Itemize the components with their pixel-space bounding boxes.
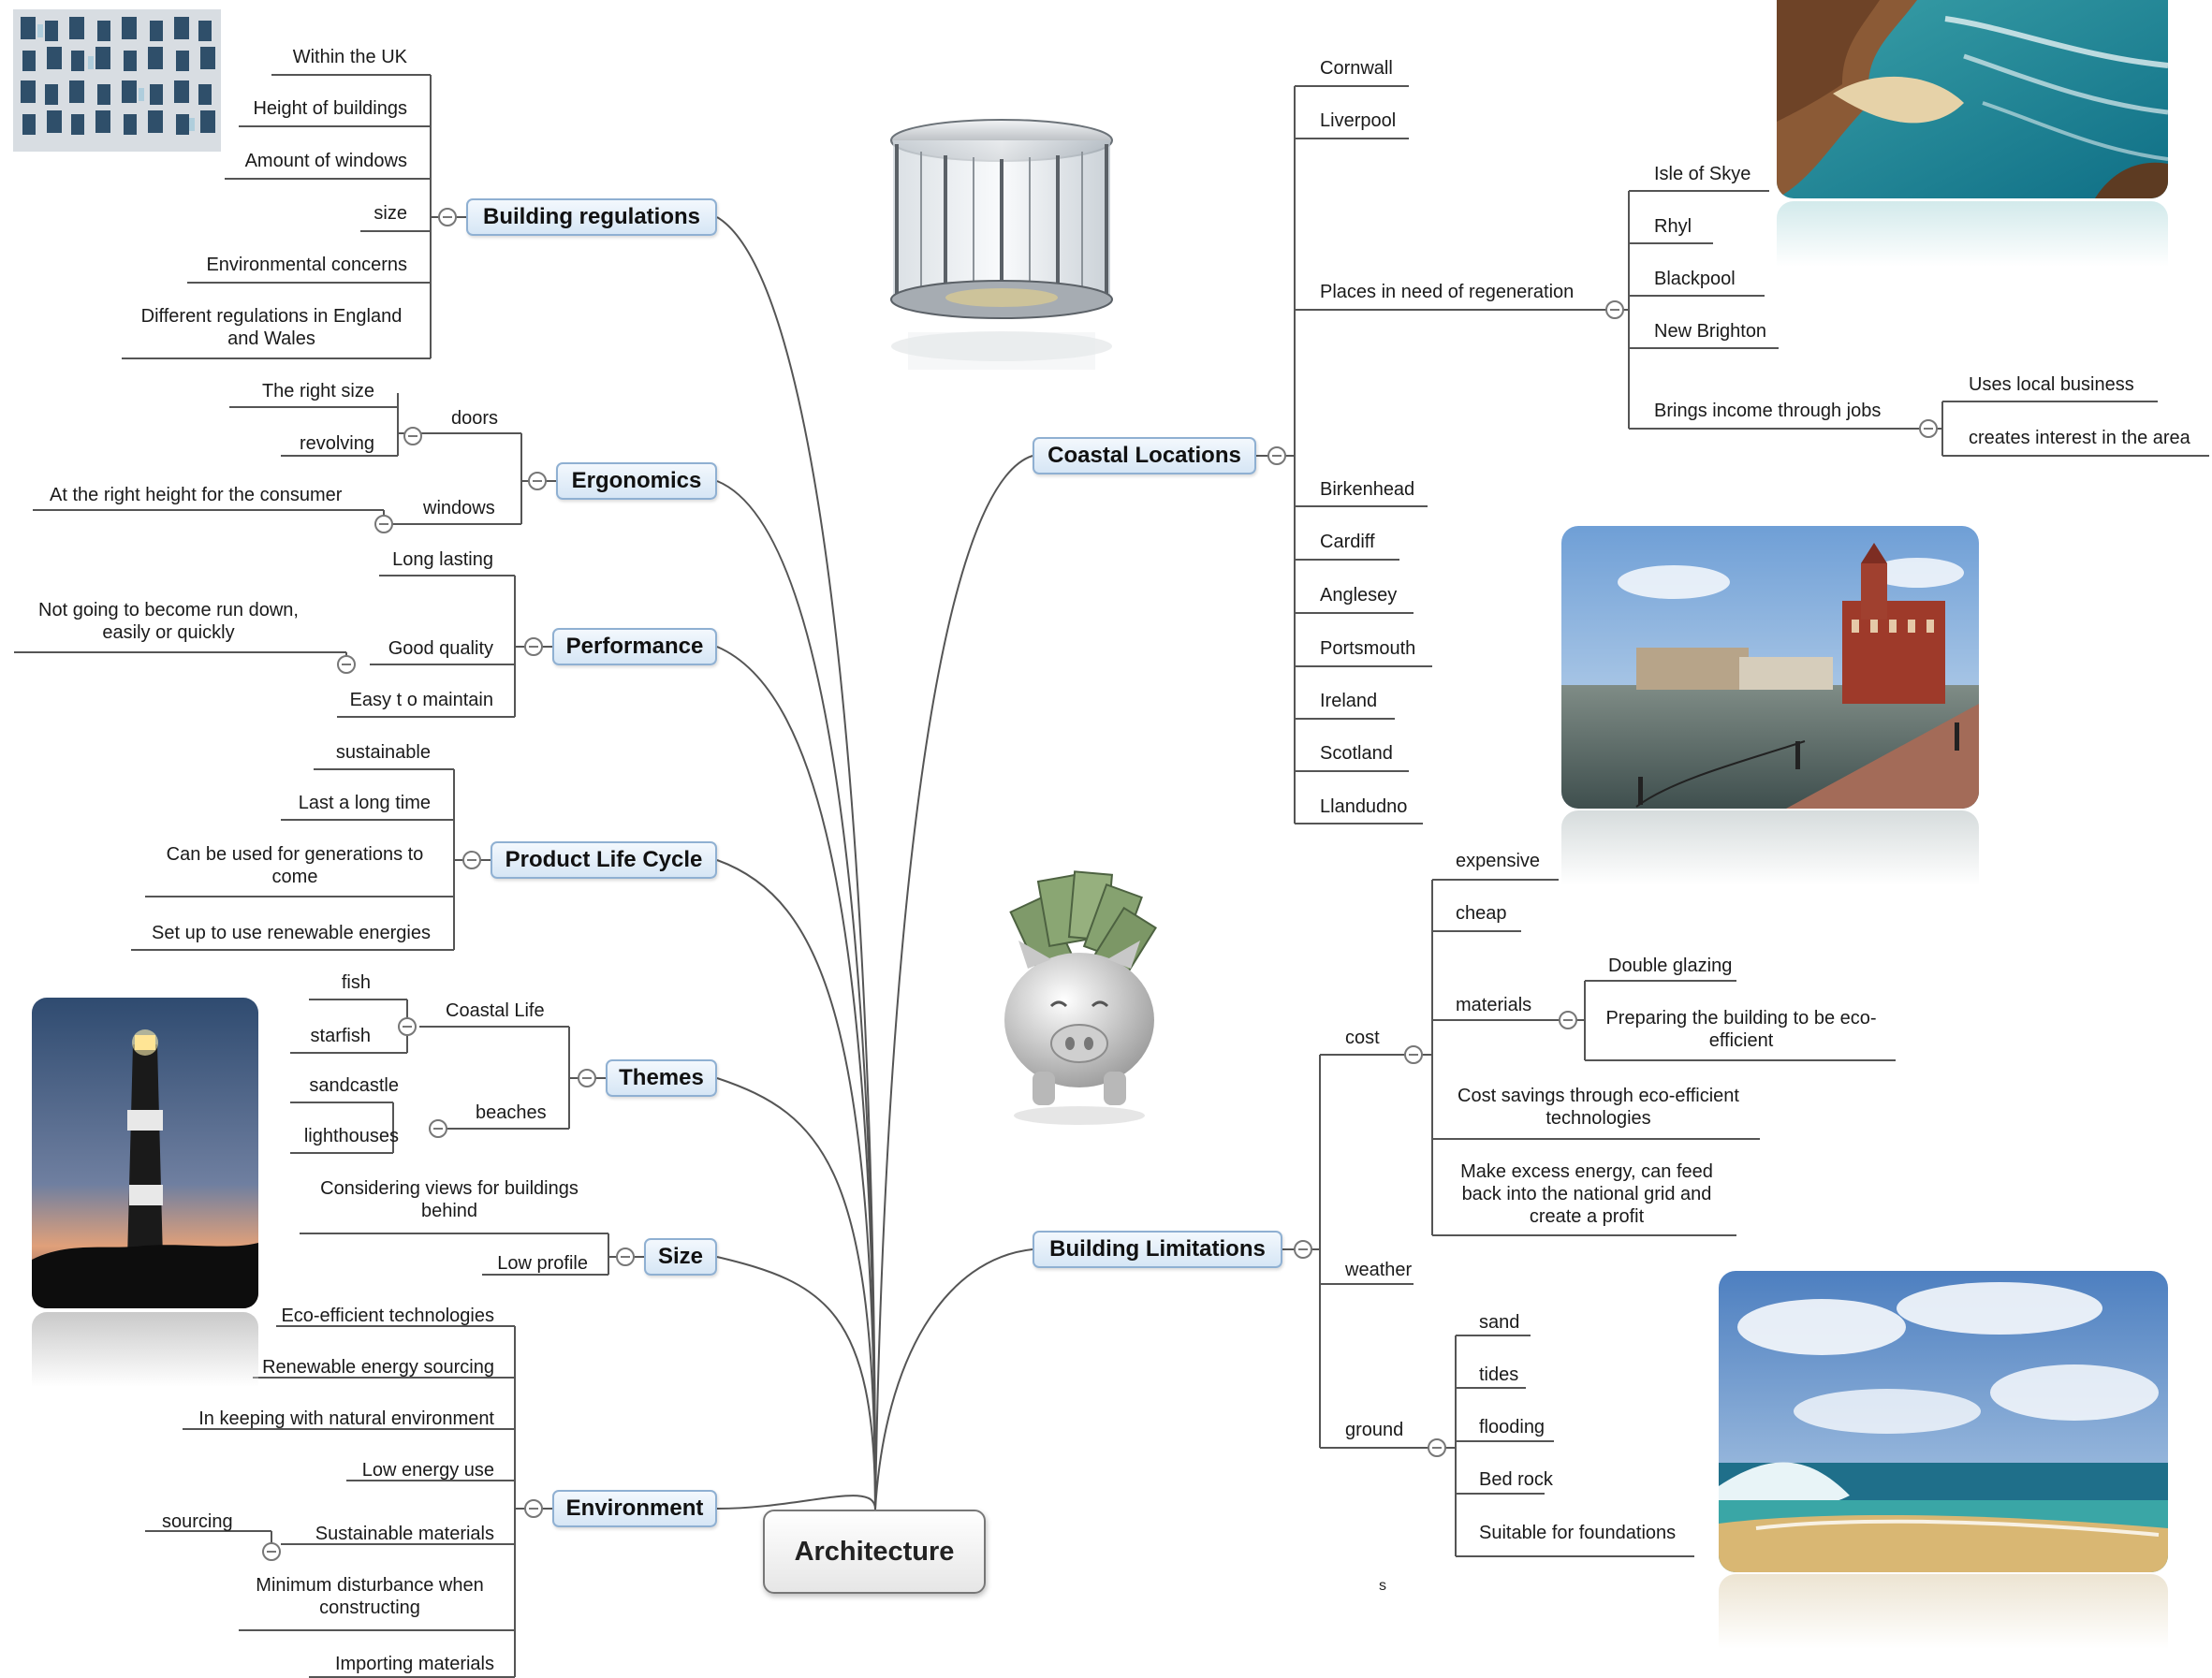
subtopic-label[interactable]: Blackpool: [1654, 269, 1736, 289]
subtopic-label[interactable]: Birkenhead: [1320, 479, 1415, 500]
subtopic-label[interactable]: Isle of Skye: [1654, 164, 1751, 184]
subtopic-label[interactable]: Last a long time: [298, 793, 431, 813]
subtopic-label[interactable]: flooding: [1479, 1417, 1545, 1437]
central-topic[interactable]: Architecture: [763, 1510, 986, 1594]
subtopic-label[interactable]: Liverpool: [1320, 110, 1397, 131]
subtopic-label[interactable]: Environmental concerns: [206, 255, 407, 275]
subtopic-label[interactable]: Preparing the building to be eco-efficie…: [1605, 1008, 1877, 1051]
subtopic-label[interactable]: Cornwall: [1320, 58, 1393, 79]
coastal-cliff-photo: [1777, 0, 2168, 198]
subtopic-label[interactable]: Different regulations in England and Wal…: [140, 306, 403, 349]
subtopic-label[interactable]: Rhyl: [1654, 216, 1692, 237]
beach-waves-photo: [1719, 1271, 2168, 1572]
subtopic-label[interactable]: Within the UK: [292, 47, 407, 67]
topic-building-regulations[interactable]: Building regulations: [466, 198, 717, 236]
subtopic-label[interactable]: In keeping with natural environment: [198, 1408, 494, 1429]
subtopic-label[interactable]: materials: [1456, 995, 1532, 1015]
subtopic-label[interactable]: Good quality: [388, 638, 493, 659]
subtopic-label[interactable]: Bed rock: [1479, 1469, 1553, 1490]
topic-product-life-cycle[interactable]: Product Life Cycle: [491, 841, 717, 879]
subtopic-label[interactable]: sand: [1479, 1312, 1520, 1333]
subtopic-label[interactable]: Amount of windows: [244, 151, 407, 171]
subtopic-label[interactable]: sourcing: [162, 1511, 233, 1532]
topic-ergonomics[interactable]: Ergonomics: [556, 462, 717, 500]
subtopic-label[interactable]: Ireland: [1320, 691, 1378, 711]
topic-building-limitations[interactable]: Building Limitations: [1033, 1231, 1282, 1268]
subtopic-label[interactable]: Not going to become run down, easily or …: [38, 600, 299, 643]
photo-reflection: [1777, 201, 2168, 267]
office-building-photo: [13, 9, 221, 152]
subtopic-label[interactable]: creates interest in the area: [1969, 428, 2190, 448]
photo-reflection: [1561, 810, 1979, 885]
topic-coastal-locations[interactable]: Coastal Locations: [1033, 437, 1256, 474]
subtopic-label[interactable]: beaches: [476, 1102, 547, 1123]
photo-reflection: [32, 1312, 258, 1387]
subtopic-label[interactable]: expensive: [1456, 851, 1541, 871]
subtopic-label[interactable]: New Brighton: [1654, 321, 1767, 342]
cardiff-bay-photo: [1561, 526, 1979, 809]
revolving-door-photo: [880, 112, 1123, 384]
subtopic-label[interactable]: Places in need of regeneration: [1320, 282, 1575, 302]
subtopic-label[interactable]: revolving: [299, 433, 374, 454]
subtopic-label[interactable]: sustainable: [335, 742, 431, 763]
subtopic-label[interactable]: Scotland: [1320, 743, 1393, 764]
subtopic-label[interactable]: Suitable for foundations: [1479, 1523, 1677, 1543]
subtopic-label[interactable]: Importing materials: [334, 1654, 494, 1674]
topic-themes[interactable]: Themes: [606, 1059, 717, 1097]
subtopic-label[interactable]: Make excess energy, can feed back into t…: [1460, 1161, 1713, 1227]
lighthouse-photo: [32, 998, 258, 1308]
subtopic-label[interactable]: Anglesey: [1320, 585, 1398, 606]
subtopic-label[interactable]: sandcastle: [309, 1075, 399, 1096]
subtopic-label[interactable]: Portsmouth: [1320, 638, 1416, 659]
subtopic-label[interactable]: The right size: [261, 381, 374, 401]
subtopic-label[interactable]: Eco-efficient technologies: [281, 1306, 494, 1326]
subtopic-label[interactable]: Minimum disturbance when constructing: [256, 1575, 484, 1618]
subtopic-label[interactable]: Coastal Life: [446, 1000, 545, 1021]
subtopic-label[interactable]: weather: [1345, 1260, 1413, 1280]
topic-performance[interactable]: Performance: [552, 628, 717, 665]
subtopic-label[interactable]: Llandudno: [1320, 796, 1408, 817]
subtopic-label[interactable]: tides: [1479, 1364, 1519, 1385]
subtopic-label[interactable]: Height of buildings: [253, 98, 407, 119]
subtopic-label[interactable]: Considering views for buildings behind: [320, 1178, 579, 1221]
subtopic-label[interactable]: Can be used for generations to come: [166, 844, 424, 887]
piggy-bank-money-photo: [981, 861, 1178, 1129]
topic-size[interactable]: Size: [644, 1238, 717, 1276]
subtopic-label[interactable]: Set up to use renewable energies: [152, 923, 431, 943]
subtopic-label[interactable]: Uses local business: [1969, 374, 2134, 395]
subtopic-label[interactable]: size: [374, 203, 407, 224]
subtopic-label[interactable]: At the right height for the consumer: [50, 485, 343, 505]
subtopic-label[interactable]: Renewable energy sourcing: [262, 1357, 494, 1378]
subtopic-label[interactable]: Low energy use: [361, 1460, 494, 1481]
subtopic-label[interactable]: lighthouses: [303, 1126, 399, 1146]
subtopic-label[interactable]: cheap: [1456, 903, 1507, 924]
subtopic-label[interactable]: cost: [1345, 1028, 1380, 1048]
subtopic-label[interactable]: ground: [1345, 1420, 1404, 1440]
subtopic-label[interactable]: Long lasting: [392, 549, 493, 570]
subtopic-label[interactable]: doors: [451, 408, 499, 429]
photo-reflection: [1719, 1574, 2168, 1649]
subtopic-label[interactable]: Brings income through jobs: [1654, 401, 1882, 421]
stray-mark: s: [1379, 1578, 1386, 1594]
subtopic-label[interactable]: starfish: [310, 1026, 371, 1046]
subtopic-label[interactable]: Low profile: [497, 1253, 588, 1274]
topic-environment[interactable]: Environment: [552, 1490, 717, 1527]
subtopic-label[interactable]: Cardiff: [1320, 532, 1375, 552]
subtopic-label[interactable]: Easy t o maintain: [349, 690, 493, 710]
subtopic-label[interactable]: Sustainable materials: [315, 1524, 494, 1544]
subtopic-label[interactable]: fish: [341, 972, 371, 993]
subtopic-label[interactable]: windows: [423, 498, 495, 518]
subtopic-label[interactable]: Cost savings through eco-efficient techn…: [1458, 1086, 1739, 1129]
subtopic-label[interactable]: Double glazing: [1608, 956, 1733, 976]
